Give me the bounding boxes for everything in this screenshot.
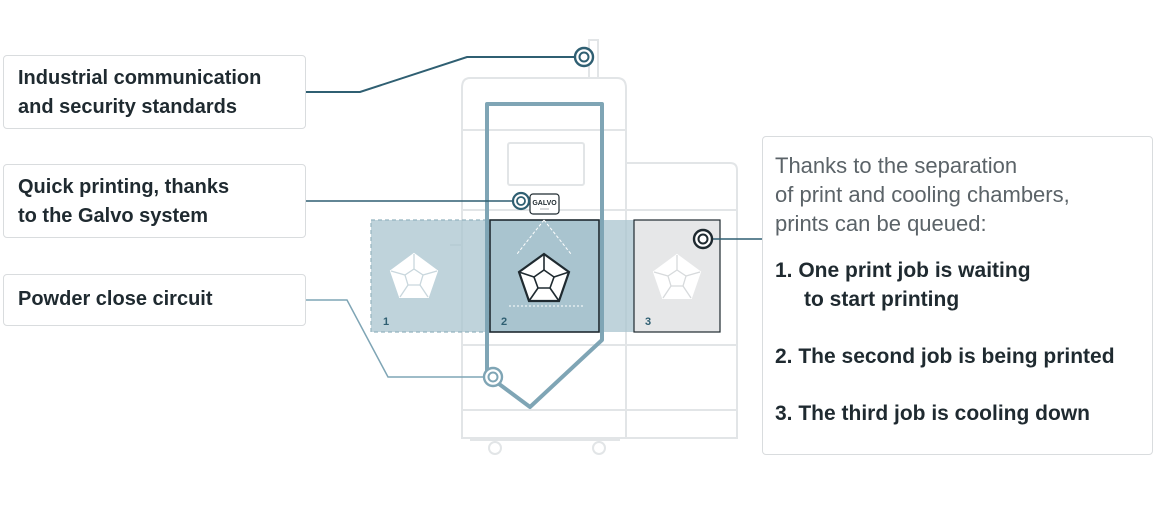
galvo-label: GALVO [532,200,557,207]
intro-line: Thanks to the separation [775,153,1018,178]
queue-steps: 1. One print job is waiting to start pri… [775,256,1140,428]
step-line: 2. The second job is being printed [775,345,1115,368]
connector-powder [306,299,493,378]
callout-line: to the Galvo system [18,205,209,227]
part-1-dodecahedron [389,252,439,298]
queue-info-panel: Thanks to the separation of print and co… [762,136,1153,455]
queue-step: 1. One print job is waiting to start pri… [775,256,1140,314]
powder-circuit-outline [485,102,604,409]
intro-line: of print and cooling chambers, [775,182,1070,207]
marker-galvo [511,191,531,211]
chamber-3-label: 3 [645,316,651,328]
marker-communication [573,46,595,68]
info-intro: Thanks to the separation of print and co… [775,151,1140,238]
callout-powder-circuit: Powder close circuit [3,274,306,326]
marker-queue [692,228,714,250]
wheels [470,439,620,455]
callout-communication-standards: Industrial communication and security st… [3,55,306,129]
part-2-dodecahedron [517,252,571,303]
callout-line: Quick printing, thanks [18,176,230,198]
marker-powder [482,366,504,388]
step-line: to start printing [804,288,960,311]
callout-galvo-printing: Quick printing, thanks to the Galvo syst… [3,164,306,238]
galvo-head: GALVO [529,193,560,215]
step-line: 3. The third job is cooling down [775,402,1090,425]
callout-line: Powder close circuit [18,288,213,310]
chamber-2-label: 2 [501,316,507,328]
intro-line: prints can be queued: [775,211,987,236]
chamber-1-label: 1 [383,316,389,328]
step-line: 1. One print job is waiting [775,259,1031,282]
connector-communication [306,56,584,93]
queue-step: 3. The third job is cooling down [775,399,1140,428]
queue-step: 2. The second job is being printed [775,342,1140,371]
part-3-dodecahedron [652,253,702,299]
callout-line: and security standards [18,96,237,118]
callout-line: Industrial communication [18,67,262,89]
